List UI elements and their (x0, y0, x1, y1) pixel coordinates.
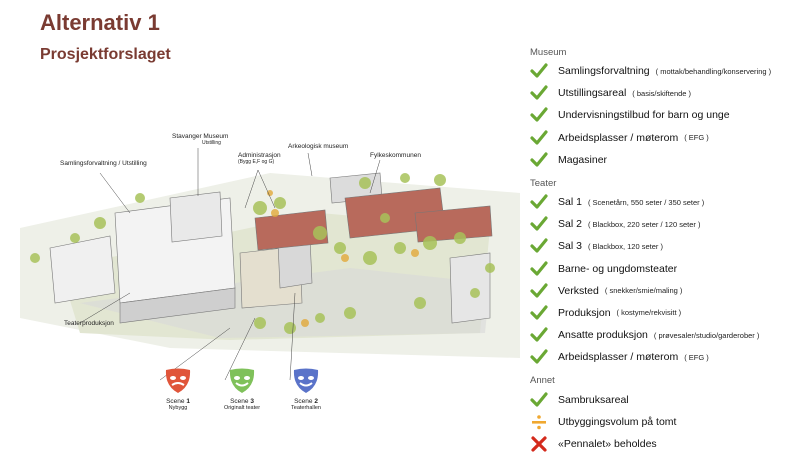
label-stavanger-sub: Utstilling (202, 140, 221, 146)
legend-item: Barne- og ungdomsteater (530, 258, 795, 280)
scene-2-sub: Teaterhallen (291, 405, 321, 411)
legend-item-detail: ( basis/skiftende ) (632, 88, 692, 98)
legend-item: Sal 1 ( Scenetårn, 550 seter / 350 seter … (530, 191, 795, 213)
legend-item-label: Produksjon (558, 306, 611, 319)
legend-item-detail: ( snekker/smie/maling ) (604, 286, 683, 296)
partial-icon (530, 413, 548, 431)
legend-item: Arbeidsplasser / møterom ( EFG ) (530, 346, 795, 368)
legend-item-detail: ( Scenetårn, 550 seter / 350 seter ) (587, 197, 705, 207)
legend-item: Sal 2 ( Blackbox, 220 seter / 120 seter ) (530, 213, 795, 235)
legend-item-detail: ( prøvesaler/studio/garderober ) (653, 330, 760, 340)
scene-1-title: Scene 1 (166, 398, 190, 405)
section-annet-heading: Annet (530, 375, 555, 387)
legend-item-label: Utbyggingsvolum på tomt (558, 415, 677, 428)
section-museum-heading: Museum (530, 47, 567, 58)
check-icon (530, 106, 548, 124)
buildings (49, 172, 493, 324)
label-arkeologisk-museum: Arkeologisk museum (288, 143, 349, 150)
legend-item: Magasiner (530, 149, 795, 171)
check-icon (530, 215, 548, 233)
legend-item: Ansatte produksjon ( prøvesaler/studio/ga… (530, 324, 795, 346)
label-teaterproduksjon: Teaterproduksjon (64, 320, 114, 327)
check-icon (530, 237, 548, 255)
scene-3-title: Scene 3 (230, 398, 254, 405)
legend-item: Sambruksareal (530, 388, 795, 410)
scene-1-sub: Nybygg (168, 405, 188, 411)
cross-icon (530, 435, 548, 453)
theater-mask-blue-icon (293, 368, 319, 393)
check-icon (530, 62, 548, 80)
label-administrasjon: Administrasjon (Bygg E,F og G) (238, 152, 281, 165)
site-sketch (20, 148, 520, 381)
legend-item-label: Ansatte produksjon (558, 329, 648, 342)
label-stavanger-title: Stavanger Museum (172, 133, 229, 140)
check-icon (530, 326, 548, 344)
check-icon (530, 84, 548, 102)
label-admin-title: Administrasjon (238, 152, 281, 159)
legend-item: Arbeidsplasser / møterom ( EFG ) (530, 127, 795, 149)
legend-item: Utbyggingsvolum på tomt (530, 411, 795, 433)
legend-item-label: Undervisningstilbud for barn og unge (558, 109, 730, 122)
legend-item-detail: ( EFG ) (684, 133, 709, 143)
legend-item-label: Arbeidsplasser / møterom (558, 131, 679, 144)
legend-item: Sal 3 ( Blackbox, 120 seter ) (530, 235, 795, 257)
trees-accent (267, 190, 419, 327)
check-icon (530, 151, 548, 169)
check-icon (530, 260, 548, 278)
check-icon (530, 129, 548, 147)
teater-list: Sal 1 ( Scenetårn, 550 seter / 350 seter … (530, 191, 795, 369)
label-fylkeskommunen: Fylkeskommunen (370, 152, 421, 159)
scene-3-sub: Originalt teater (223, 405, 261, 411)
legend-item-label: Barne- og ungdomsteater (558, 262, 678, 275)
legend-item-label: Arbeidsplasser / møterom (558, 351, 679, 364)
check-icon (530, 348, 548, 366)
label-admin-sub: (Bygg E,F og G) (238, 159, 275, 165)
legend-item: Utstillingsareal ( basis/skiftende ) (530, 82, 795, 104)
legend-item-label: Sal 1 (558, 196, 582, 209)
label-stavanger-museum: Stavanger Museum Utstilling (172, 133, 228, 146)
legend-item-detail: ( EFG ) (684, 352, 709, 362)
legend-item-detail: ( kostyme/rekvisitt ) (616, 308, 682, 318)
legend-item-label: «Pennalet» beholdes (558, 437, 657, 450)
legend-item-label: Utstillingsareal (558, 87, 627, 100)
legend-item: Samlingsforvaltning ( mottak/behandling/k… (530, 60, 795, 82)
section-teater-heading: Teater (530, 177, 557, 189)
legend-item: Verksted ( snekker/smie/maling ) (530, 280, 795, 302)
legend-item-label: Magasiner (558, 153, 608, 166)
legend-item-detail: ( mottak/behandling/konservering ) (655, 66, 772, 76)
legend-item-label: Verksted (558, 284, 599, 297)
check-icon (530, 282, 548, 300)
legend-item-detail: ( Blackbox, 220 seter / 120 seter ) (587, 219, 701, 229)
theater-mask-green-icon (229, 368, 255, 393)
scene-3: Scene 3 Originalt teater (212, 368, 272, 411)
page-title: Alternativ 1 (40, 10, 160, 35)
legend-item: Produksjon ( kostyme/rekvisitt ) (530, 302, 795, 324)
trees (30, 173, 495, 334)
page-subtitle: Prosjektforslaget (40, 46, 171, 63)
legend-item-label: Samlingsforvaltning (558, 65, 650, 78)
legend-item-label: Sal 3 (558, 240, 582, 253)
legend-panel: Museum Samlingsforvaltning ( mottak/behan… (530, 46, 795, 455)
scene-2: Scene 2 Teaterhallen (276, 368, 336, 411)
scene-1: Scene 1 Nybygg (148, 368, 208, 411)
scene-2-title: Scene 2 (294, 398, 318, 405)
legend-item-label: Sambruksareal (558, 393, 629, 406)
check-icon (530, 391, 548, 409)
legend-item: Undervisningstilbud for barn og unge (530, 104, 795, 126)
legend-item: «Pennalet» beholdes (530, 433, 795, 455)
label-samlingsforvaltning: Samlingsforvaltning / Utstilling (60, 160, 147, 167)
check-icon (530, 193, 548, 211)
check-icon (530, 304, 548, 322)
legend-item-detail: ( Blackbox, 120 seter ) (587, 241, 663, 251)
museum-list: Samlingsforvaltning ( mottak/behandling/k… (530, 60, 795, 171)
legend-item-label: Sal 2 (558, 218, 582, 231)
theater-mask-red-icon (165, 368, 191, 393)
